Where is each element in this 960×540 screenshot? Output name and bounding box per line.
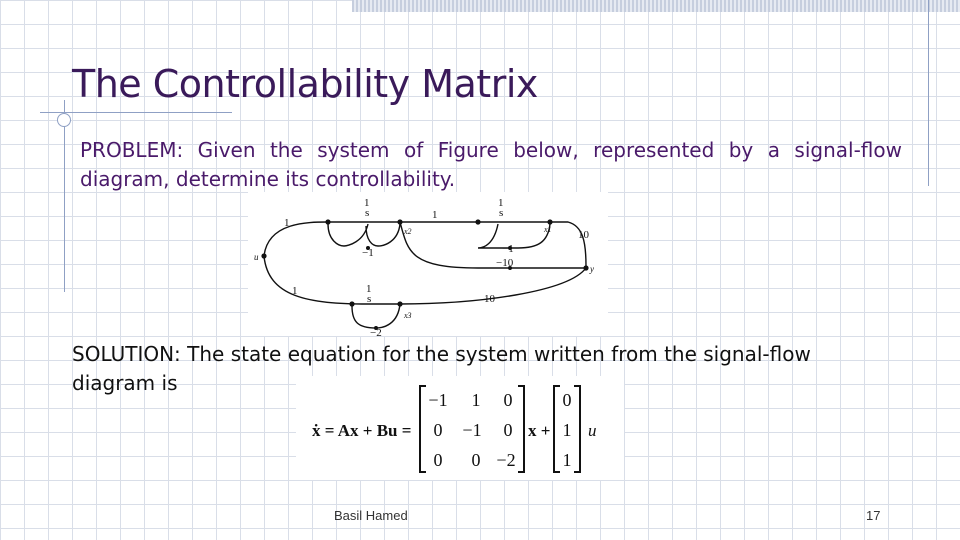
slide-title: The Controllability Matrix (72, 62, 538, 106)
state-equation: ẋ = Ax + Bu = −1 1 0 0 −1 0 0 0 −2 0 1 1… (296, 376, 624, 480)
feedback-label: −10 (496, 257, 514, 269)
signal-flow-diagram: 1 1 1 10 10 1 s 1 s 1 s −1 −1 −10 −2 u x… (248, 192, 608, 339)
branch-label: 1 (284, 217, 290, 229)
integrator-label: 1 (364, 197, 370, 209)
branch-label: 1 (292, 285, 298, 297)
matrix-a-cell: 0 (504, 390, 513, 410)
u-term: u (588, 421, 597, 440)
matrix-a-cell: 0 (434, 420, 443, 440)
decorative-top-bar (352, 0, 960, 12)
node-label: u (254, 252, 259, 262)
branch-label: 1 (432, 209, 438, 221)
x-term: x + (528, 421, 550, 440)
matrix-a-cell: −1 (462, 420, 481, 440)
integrator-label: s (499, 207, 503, 219)
solution-statement: SOLUTION: The state equation for the sys… (72, 342, 811, 395)
node-label: x1 (543, 225, 552, 234)
page-number: 17 (866, 508, 881, 523)
decorative-left-line (64, 100, 65, 292)
title-underline (40, 112, 232, 113)
matrix-a-cell: 1 (472, 390, 481, 410)
node-label: x2 (403, 227, 412, 236)
footer-author: Basil Hamed (334, 508, 408, 523)
feedback-loop-1 (327, 223, 369, 247)
vector-b-cell: 0 (563, 390, 572, 410)
feedback-label: −1 (502, 243, 514, 255)
forward-path-lower (263, 255, 587, 305)
node-label: y (589, 264, 594, 274)
node-label: x3 (403, 311, 412, 320)
integrator-label: s (365, 207, 369, 219)
problem-statement: PROBLEM: Given the system of Figure belo… (80, 138, 902, 191)
vector-b-cell: 1 (563, 450, 572, 470)
integrator-label: s (367, 293, 371, 305)
x2-to-output-path (399, 221, 586, 269)
decorative-right-line (928, 0, 929, 186)
branch-label: 10 (484, 293, 496, 305)
matrix-a-cell: −1 (428, 390, 447, 410)
feedback-loop-2 (477, 223, 551, 249)
feedback-label: −2 (370, 327, 382, 336)
vector-b-right-bracket (574, 385, 581, 473)
signal-flow-graph: 1 1 1 10 10 1 s 1 s 1 s −1 −1 −10 −2 u x… (254, 197, 594, 339)
vector-b-left-bracket (553, 385, 560, 473)
branch-label: 10 (578, 229, 590, 241)
integrator-label: 1 (366, 283, 372, 295)
title-bullet-circle (57, 113, 71, 127)
matrix-a-cell: 0 (472, 450, 481, 470)
equation-lhs: ẋ = Ax + Bu = (312, 421, 411, 440)
matrix-a-left-bracket (419, 385, 426, 473)
matrix-a-cell: −2 (496, 450, 515, 470)
feedback-loop-3 (351, 303, 401, 329)
integrator-label: 1 (498, 197, 504, 209)
vector-b-cell: 1 (563, 420, 572, 440)
matrix-a-cell: 0 (504, 420, 513, 440)
matrix-a-cell: 0 (434, 450, 443, 470)
matrix-a-right-bracket (518, 385, 525, 473)
state-equation-graphic: ẋ = Ax + Bu = −1 1 0 0 −1 0 0 0 −2 0 1 1… (312, 385, 597, 473)
feedback-label: −1 (362, 247, 374, 259)
